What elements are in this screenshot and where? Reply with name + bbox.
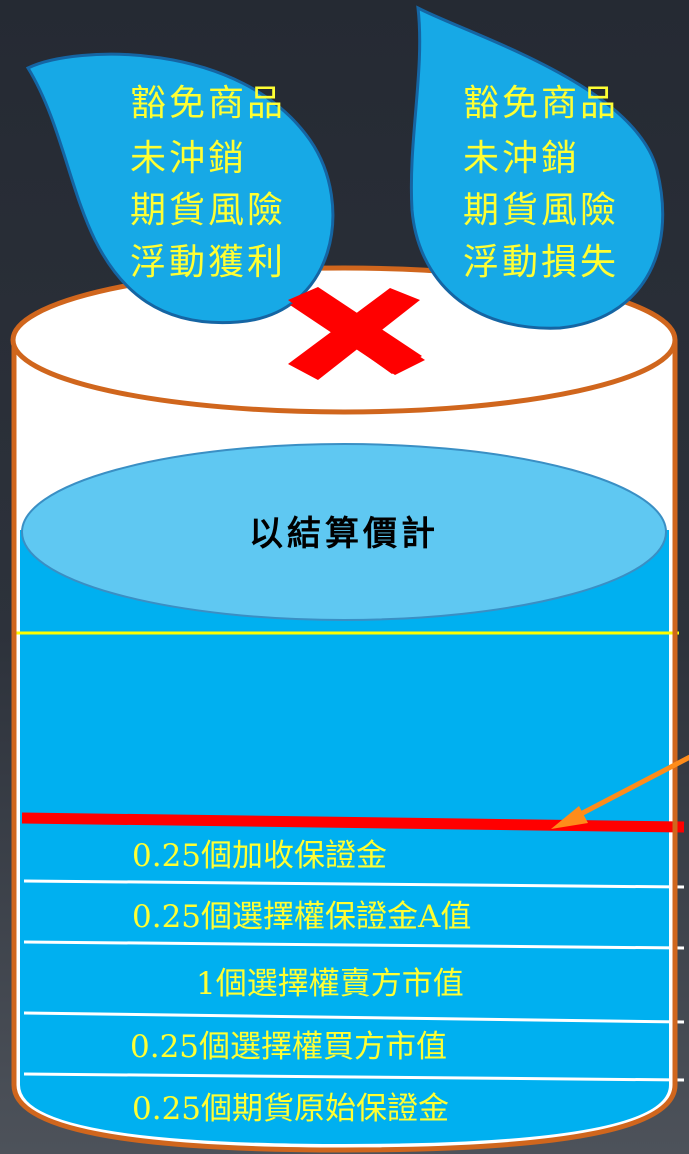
drop-right-line-2: 期貨風險 — [463, 190, 619, 231]
water-body — [20, 530, 669, 1144]
pointer-arrow-icon — [551, 754, 689, 829]
layer-divider — [23, 940, 685, 950]
layer-label-0: 0.25個加收保證金 — [132, 838, 387, 874]
drop-left-line-0: 豁免商品 — [130, 83, 286, 124]
drop-left-line-3: 浮動獲利 — [130, 242, 286, 283]
drop-left-line-1: 未沖銷 — [130, 138, 247, 179]
layer-label-1: 0.25個選擇權保證金A值 — [132, 899, 471, 935]
layer-label-3: 0.25個選擇權買方市值 — [130, 1029, 447, 1065]
bucket-outline — [11, 340, 678, 1153]
drop-left-line-2: 期貨風險 — [130, 190, 286, 231]
layer-label-2: 1個選擇權賣方市值 — [196, 966, 464, 1002]
drop-right-line-0: 豁免商品 — [463, 83, 619, 124]
water-surface — [21, 443, 667, 621]
red-threshold-line — [21, 812, 685, 833]
drop-left-shape — [25, 52, 335, 325]
drop-right-shape — [409, 5, 665, 330]
surface-label: 以結算價計 — [249, 514, 439, 554]
layer-divider — [23, 1072, 685, 1082]
layer-divider — [23, 1011, 685, 1024]
red-x-icon — [288, 287, 425, 380]
drop-right-line-1: 未沖銷 — [463, 138, 580, 179]
drop-right-line-3: 浮動損失 — [463, 242, 619, 283]
layer-divider — [23, 879, 685, 889]
layer-label-4: 0.25個期貨原始保證金 — [132, 1091, 449, 1127]
